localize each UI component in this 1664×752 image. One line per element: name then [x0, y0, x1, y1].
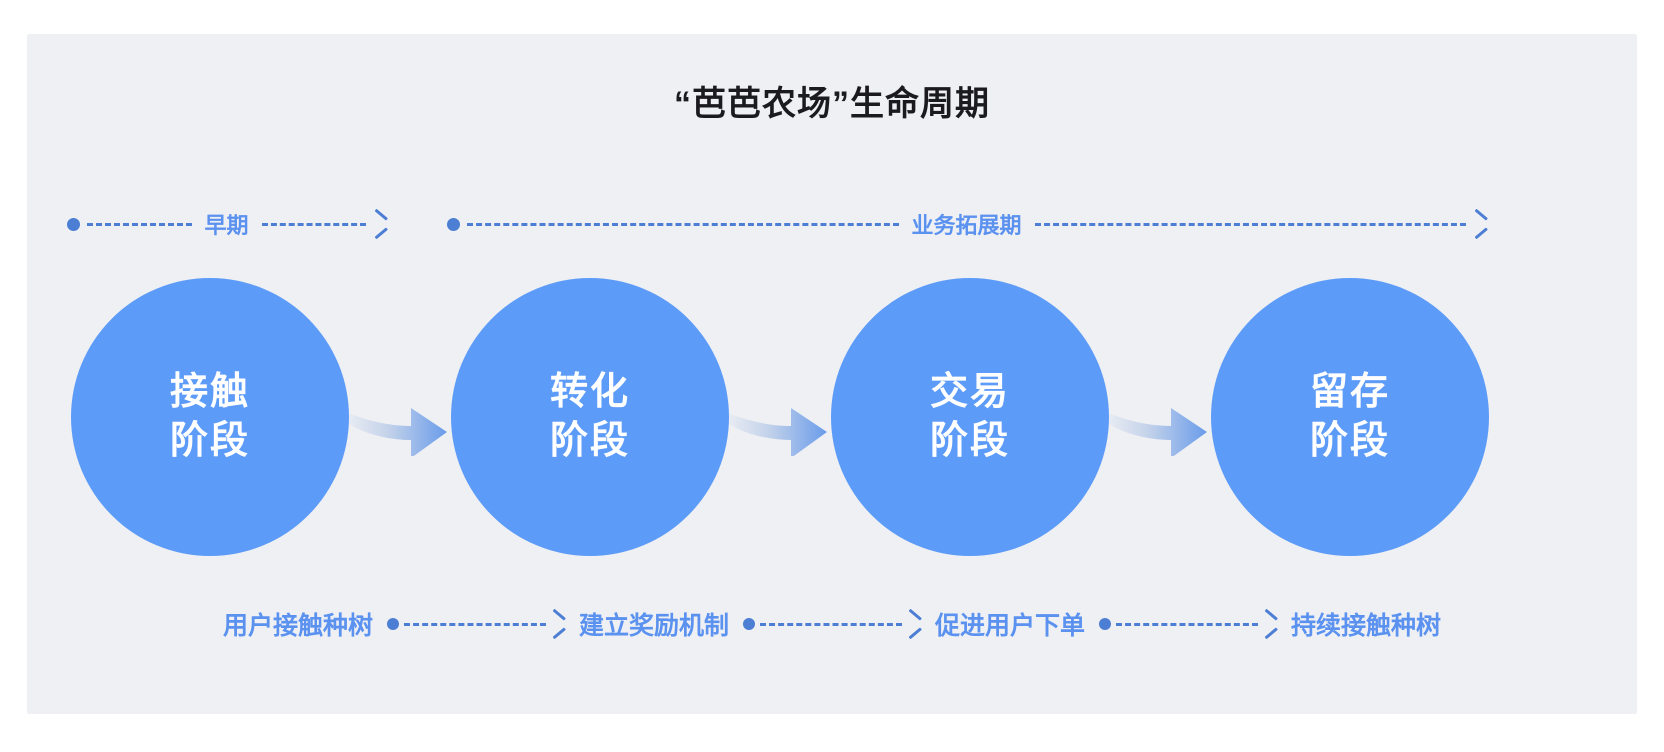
step-connector	[743, 615, 921, 633]
phase-timeline-row: 早期 业务拓展期	[27, 194, 1637, 254]
stage-circle-line2: 阶段	[929, 420, 1010, 462]
step-label-reward-mechanism: 建立奖励机制	[578, 612, 729, 640]
diagram-panel: “芭芭农场”生命周期 早期 业务拓展期	[27, 34, 1637, 714]
phase-dashed-line-icon	[261, 222, 367, 226]
step-dashed-line-icon	[1116, 622, 1259, 626]
phase-arrow-icon	[371, 215, 387, 233]
phase-timeline-early: 早期	[67, 194, 387, 254]
flow-arrow-icon	[721, 408, 827, 456]
step-chain-row: 用户接触种树 建立奖励机制 促进用户下单 持续接触种树	[27, 594, 1637, 654]
flow-arrow-icon	[341, 408, 447, 456]
step-connector	[1099, 615, 1277, 633]
stage-circle-contact[interactable]: 接触 阶段	[71, 278, 349, 556]
step-connector	[386, 615, 565, 633]
step-label-promote-order: 促进用户下单	[935, 612, 1086, 640]
step-dot-icon	[386, 618, 399, 630]
stage-circle-line1: 转化	[549, 371, 630, 414]
stage-circle-line1: 接触	[169, 371, 250, 414]
step-dot-icon	[743, 618, 755, 630]
phase-start-dot-icon	[447, 217, 460, 231]
phase-label-early: 早期	[204, 213, 249, 238]
phase-timeline-expansion: 业务拓展期	[447, 194, 1487, 254]
step-arrow-icon	[905, 615, 921, 633]
stage-circle-retention[interactable]: 留存 阶段	[1211, 278, 1489, 556]
phase-dashed-line-icon	[467, 222, 899, 226]
step-dot-icon	[1099, 618, 1112, 630]
phase-start-dot-icon	[67, 217, 80, 231]
stage-circle-row: 接触 阶段 转化 阶段 交易 阶段 留存 阶段	[27, 278, 1637, 568]
phase-dashed-line-icon	[87, 222, 192, 226]
step-label-contact-tree: 用户接触种树	[222, 612, 373, 640]
step-label-continuous-contact-tree: 持续接触种树	[1291, 612, 1442, 640]
stage-circle-transaction[interactable]: 交易 阶段	[831, 278, 1109, 556]
stage-circle-line2: 阶段	[549, 420, 630, 462]
phase-dashed-line-icon	[1034, 222, 1467, 226]
stage-circle-conversion[interactable]: 转化 阶段	[451, 278, 729, 556]
step-arrow-icon	[1261, 615, 1277, 633]
stage-circle-line1: 留存	[1309, 371, 1390, 414]
step-dashed-line-icon	[760, 622, 902, 626]
stage-circle-line1: 交易	[929, 371, 1010, 414]
step-arrow-icon	[549, 615, 565, 633]
flow-arrow-icon	[1101, 408, 1207, 456]
phase-arrow-icon	[1471, 215, 1487, 233]
stage-circle-line2: 阶段	[169, 420, 250, 462]
stage-circle-line2: 阶段	[1309, 420, 1390, 462]
phase-label-expansion: 业务拓展期	[911, 213, 1022, 238]
step-dashed-line-icon	[403, 622, 546, 626]
page-title: “芭芭农场”生命周期	[674, 85, 990, 123]
